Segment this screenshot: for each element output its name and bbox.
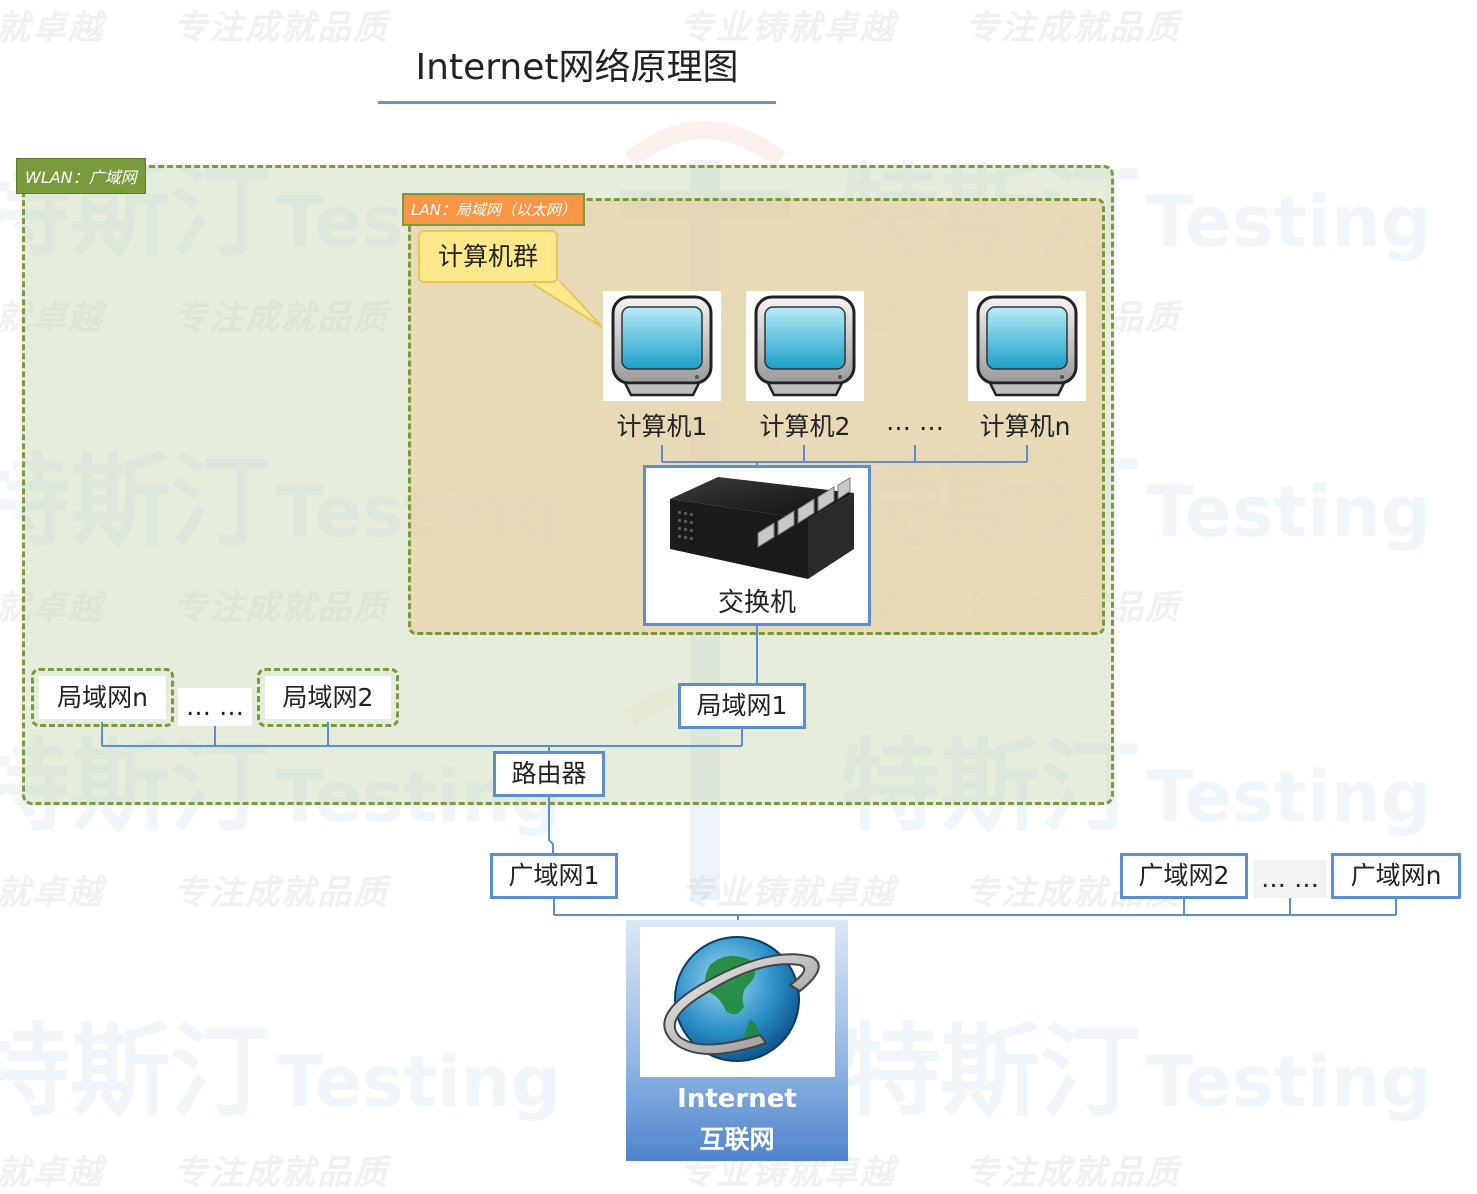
watermark-text: 专注成就品质 [173,298,390,338]
router-node: 路由器 [493,751,605,797]
watermark-text: 铸就卓越 [0,8,104,48]
computer-2-icon [746,291,864,401]
globe-icon [640,927,835,1077]
computer-n-icon [968,291,1086,401]
switch-node: 交换机 [643,465,871,626]
watermark-brand: 特斯汀Testing [0,728,561,845]
watermark-text: 专业铸就卓越 [679,8,896,48]
computer-1-label: 计算机1 [616,412,708,441]
computer-ellipsis-label: … … [886,407,944,436]
wan-2-node: 广域网2 [1120,853,1248,899]
watermark-text: 专注成就品质 [964,8,1181,48]
lan-n-frame [31,668,174,727]
lan-2-node: 局域网2 [265,676,391,719]
wan-n-node: 广域网n [1331,853,1461,899]
callout-computer-cluster: 计算机群 [418,230,558,283]
lan-tag: LAN：局域网（以太网） [402,193,585,226]
wlan-tag: WLAN：广域网 [16,158,146,194]
computer-1-icon [603,291,721,401]
watermark-brand: 特斯汀Testing [840,1013,1431,1130]
watermark-text: 专注成就品质 [173,588,390,628]
watermark-brand: 特斯汀Testing [840,728,1431,845]
watermark-text: 专注成就品质 [173,8,390,48]
title-underline [378,101,776,104]
lan-2-frame [257,668,399,727]
watermark-text: 铸就卓越 [0,873,104,913]
internet-label-en: Internet [677,1084,797,1114]
switch-icon [658,471,858,583]
watermark-text: 铸就卓越 [0,588,104,628]
lan-n-node: 局域网n [39,676,166,719]
computer-n-label: 计算机n [979,412,1071,441]
watermark-text: 铸就卓越 [0,298,104,338]
wan-1-node: 广域网1 [490,853,618,899]
wan-ellipsis: … … [1253,860,1327,898]
watermark-text: 专业铸就卓越 [679,873,896,913]
lan-ellipsis: … … [178,688,252,726]
switch-label: 交换机 [717,588,796,618]
callout-tail [526,281,603,328]
internet-label-cn: 互联网 [699,1125,775,1154]
computer-2-label: 计算机2 [759,412,851,441]
watermark-text: 专注成就品质 [173,873,390,913]
lan-1-node: 局域网1 [678,683,806,729]
watermark-brand: 特斯汀Testing [0,1013,561,1130]
page-title: Internet网络原理图 [415,47,739,88]
